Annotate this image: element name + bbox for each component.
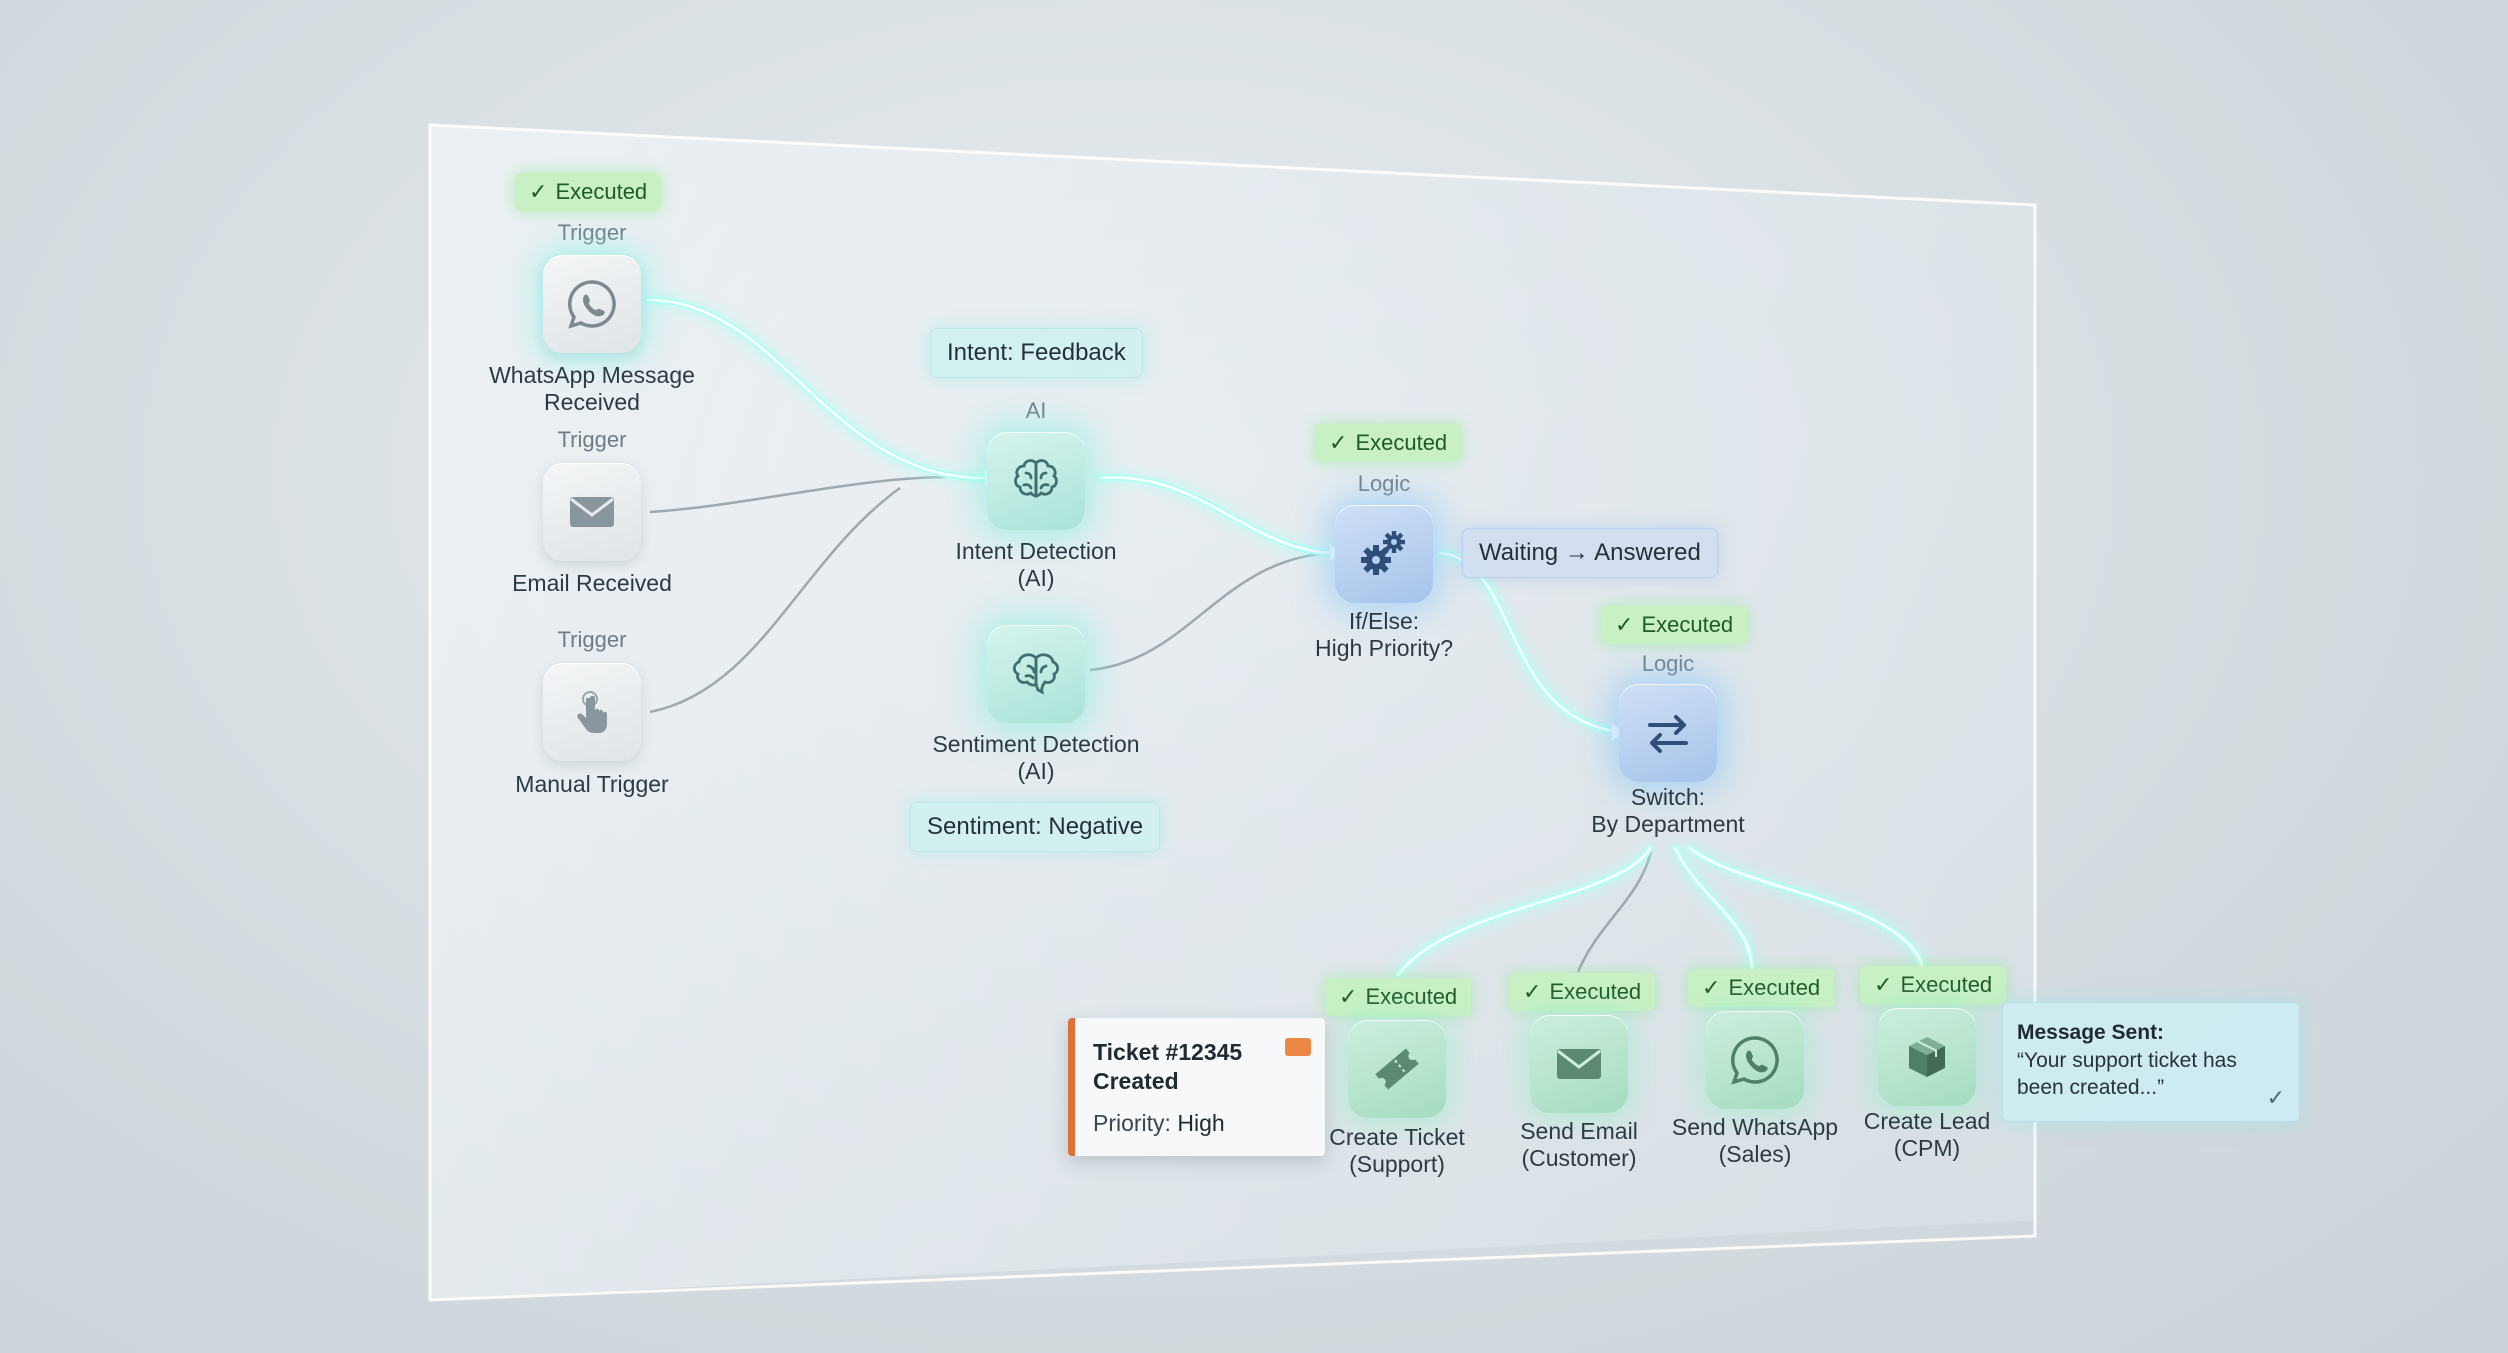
node-category-label: AI <box>1025 398 1047 423</box>
check-icon: ✓ <box>1339 985 1358 1010</box>
node-label-send-email: Send Email (Customer) <box>1520 1118 1638 1171</box>
link-email-to-intent <box>649 475 986 514</box>
message-sent-card[interactable]: Message Sent: “Your support ticket has b… <box>2002 1002 2300 1122</box>
node-category-label: Trigger <box>557 220 627 245</box>
switch-arrows-icon <box>1648 715 1688 753</box>
hand-pointer-icon <box>577 691 607 733</box>
waiting-annotation: Waiting → Answered <box>1462 528 1718 578</box>
mail-icon <box>570 497 614 527</box>
ticket-priority-value: High <box>1177 1110 1225 1136</box>
node-manual-trigger[interactable] <box>543 663 641 761</box>
gears-icon <box>1361 531 1405 575</box>
whatsapp-icon <box>1731 1036 1779 1085</box>
node-label-create-ticket: Create Ticket (Support) <box>1329 1124 1465 1177</box>
ticket-priority: Priority: High <box>1093 1110 1225 1136</box>
status-badge-switch: ✓Executed <box>1601 606 1748 644</box>
link-switch-to-email <box>1576 847 1654 973</box>
brain-icon <box>1012 653 1060 695</box>
box-icon <box>1909 1037 1945 1077</box>
ticket-icon <box>1375 1048 1419 1090</box>
check-icon: ✓ <box>1523 980 1542 1005</box>
check-icon: ✓ <box>2266 1086 2285 1111</box>
link-switch-to-ticket <box>1394 844 1654 979</box>
check-icon: ✓ <box>1329 431 1348 456</box>
node-label-switch: Switch: By Department <box>1591 784 1745 837</box>
status-badge-send-whatsapp: ✓Executed <box>1688 969 1835 1007</box>
node-create-ticket[interactable] <box>1348 1020 1446 1118</box>
status-badge-if-else: ✓Executed <box>1315 424 1462 462</box>
node-whatsapp-trigger[interactable] <box>543 255 641 353</box>
node-label-sentiment-detection: Sentiment Detection (AI) <box>932 731 1140 784</box>
node-label-manual-trigger: Manual Trigger <box>515 771 669 797</box>
status-badge-whatsapp-trigger: ✓Executed <box>515 173 662 211</box>
sentiment-annotation: Sentiment: Negative <box>910 802 1161 852</box>
check-icon: ✓ <box>1702 976 1721 1001</box>
node-category-label: Trigger <box>557 627 627 652</box>
node-create-lead[interactable] <box>1878 1008 1976 1106</box>
status-badge-create-lead: ✓Executed <box>1860 966 2007 1004</box>
node-label-whatsapp-trigger: WhatsApp Message Received <box>489 362 695 415</box>
node-category-label: Trigger <box>557 427 627 452</box>
priority-flag-icon <box>1285 1038 1311 1056</box>
node-label-create-lead: Create Lead (CPM) <box>1863 1108 1991 1161</box>
brain-icon <box>1014 459 1058 498</box>
node-send-email[interactable] <box>1530 1015 1628 1113</box>
node-label-send-whatsapp: Send WhatsApp (Sales) <box>1671 1114 1839 1167</box>
node-label-if-else: If/Else: High Priority? <box>1314 608 1454 661</box>
status-badge-send-email: ✓Executed <box>1509 973 1656 1011</box>
ticket-title: Ticket #12345 Created <box>1093 1039 1243 1094</box>
intent-annotation: Intent: Feedback <box>930 328 1143 378</box>
status-badge-create-ticket: ✓Executed <box>1325 978 1472 1016</box>
ticket-created-card[interactable]: Ticket #12345 Created Priority: High <box>1068 1018 1325 1156</box>
link-switch-to-lead <box>1686 844 1926 969</box>
whatsapp-icon <box>568 280 616 329</box>
node-intent-detection[interactable] <box>987 432 1085 530</box>
node-label-email-trigger: Email Received <box>512 570 672 596</box>
check-icon: ✓ <box>1874 973 1893 998</box>
node-email-trigger[interactable] <box>543 463 641 561</box>
node-category-label: Logic <box>1641 651 1695 676</box>
node-label-intent-detection: Intent Detection (AI) <box>955 538 1117 591</box>
node-switch[interactable] <box>1619 684 1717 782</box>
node-sentiment-detection[interactable] <box>987 625 1085 723</box>
message-sent-body: “Your support ticket has been created...… <box>2017 1049 2237 1099</box>
check-icon: ✓ <box>1615 613 1634 638</box>
link-sentiment-to-ifelse <box>1089 551 1331 672</box>
node-if-else[interactable] <box>1335 505 1433 603</box>
message-sent-title: Message Sent: <box>2017 1021 2165 1044</box>
link-manual-to-intent <box>649 486 901 714</box>
node-category-label: Logic <box>1357 471 1411 496</box>
check-icon: ✓ <box>529 180 548 205</box>
node-send-whatsapp[interactable] <box>1706 1011 1804 1109</box>
mail-icon <box>1557 1049 1601 1079</box>
